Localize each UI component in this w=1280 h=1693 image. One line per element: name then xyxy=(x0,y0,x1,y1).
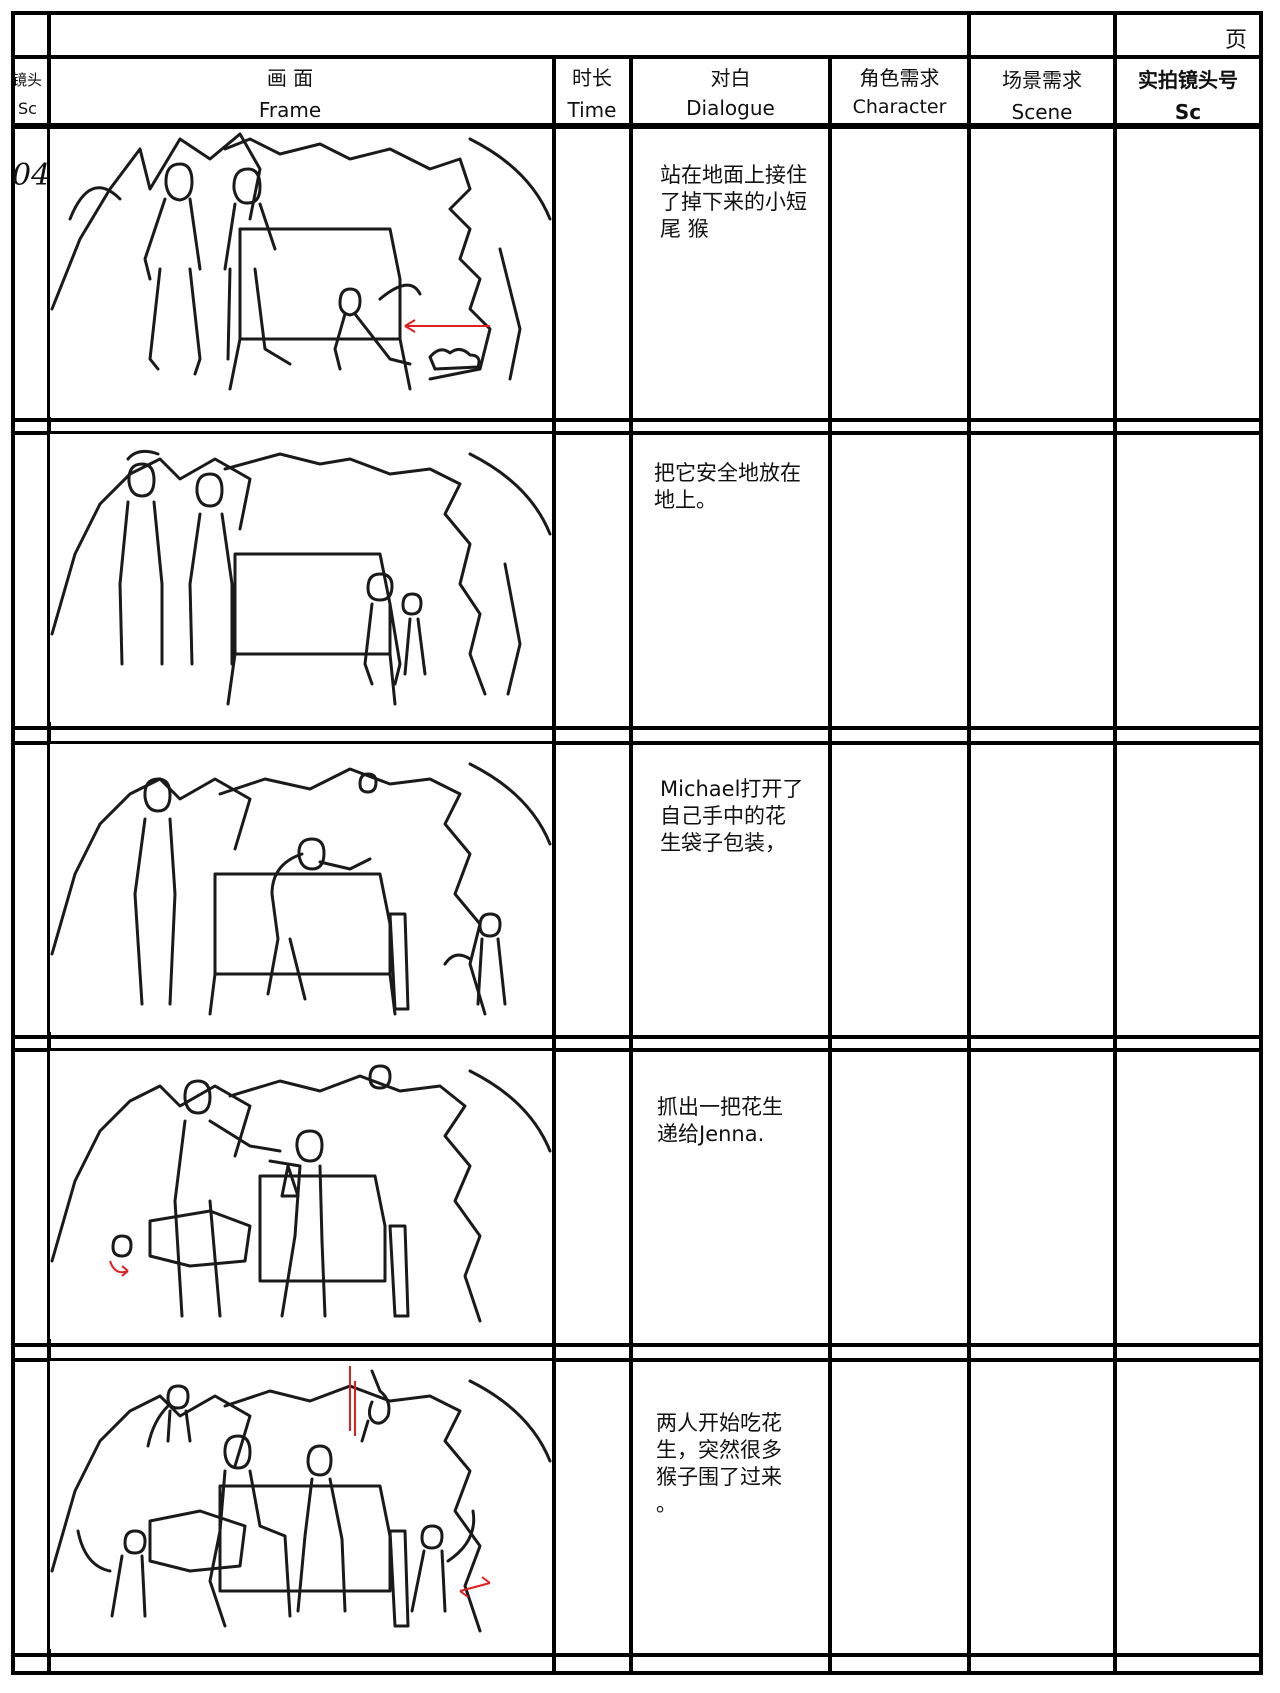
scene-col-divider xyxy=(967,11,971,1675)
shot-col-divider xyxy=(47,11,51,1675)
row5-top xyxy=(11,1358,1263,1362)
dialogue-row-5: 两人开始吃花 生，突然很多 猴子围了过来 。 xyxy=(656,1411,782,1516)
header-character-en: Character xyxy=(852,96,947,118)
header-time-en: Time xyxy=(567,98,617,122)
row2-top xyxy=(11,431,1263,435)
time-col-divider xyxy=(552,55,556,1675)
storyboard-frame-3 xyxy=(50,744,552,1032)
sketch-catch-monkey xyxy=(50,132,552,391)
header-bottom xyxy=(11,123,1263,127)
dialogue-row-1: 站在地面上接住 了掉下来的小短 尾 猴 xyxy=(660,163,807,241)
header-actual-shot-en: Sc xyxy=(1174,100,1202,124)
header-shot-en: Sc xyxy=(18,99,37,118)
header-scene-en: Scene xyxy=(1011,100,1073,124)
character-col-divider xyxy=(828,55,832,1675)
page-label: 页 xyxy=(1225,28,1248,53)
dialogue-row-4: 抓出一把花生 递给Jenna. xyxy=(657,1095,783,1146)
header-scene-zh: 场景需求 xyxy=(1002,68,1082,92)
header-dialogue-en: Dialogue xyxy=(686,96,775,120)
row5-bottom xyxy=(11,1653,1263,1657)
storyboard-frame-1 xyxy=(50,129,552,417)
dialogue-col-divider xyxy=(629,55,633,1675)
right-border xyxy=(1259,11,1263,1675)
left-border xyxy=(11,11,15,1675)
storyboard-frame-4 xyxy=(50,1051,552,1339)
bottom-border xyxy=(11,1671,1263,1675)
row1-top xyxy=(11,126,1263,129)
dialogue-row-2: 把它安全地放在 地上。 xyxy=(654,461,801,512)
actual-col-divider xyxy=(1113,11,1117,1675)
row2-bottom xyxy=(11,726,1263,730)
storyboard-frame-5 xyxy=(50,1361,552,1649)
header-frame-en: Frame xyxy=(258,98,322,122)
storyboard-frame-2 xyxy=(50,434,552,722)
row4-top xyxy=(11,1048,1263,1052)
row3-top xyxy=(11,741,1263,745)
header-divider xyxy=(11,55,1263,59)
shot-number: 04 xyxy=(12,158,51,193)
header-actual-shot-zh: 实拍镜头号 xyxy=(1138,68,1238,92)
sketch-monkeys-gather xyxy=(50,1366,552,1633)
row1-bottom xyxy=(11,418,1263,422)
header-dialogue-zh: 对白 xyxy=(710,66,751,90)
sketch-monkey-set-down xyxy=(50,449,552,706)
dialogue-row-3: Michael打开了 自己手中的花 生袋子包装， xyxy=(660,777,804,855)
header-time-zh: 时长 xyxy=(572,66,612,90)
top-border xyxy=(11,11,1263,15)
header-frame-zh: 画 面 xyxy=(266,66,314,90)
header-shot-zh: 镜头 xyxy=(12,71,43,89)
header-character-zh: 角色需求 xyxy=(859,66,940,90)
sketch-open-peanut-bag xyxy=(50,762,552,1016)
sketch-hand-peanuts xyxy=(50,1064,552,1323)
row3-bottom xyxy=(11,1035,1263,1039)
row4-bottom xyxy=(11,1343,1263,1347)
